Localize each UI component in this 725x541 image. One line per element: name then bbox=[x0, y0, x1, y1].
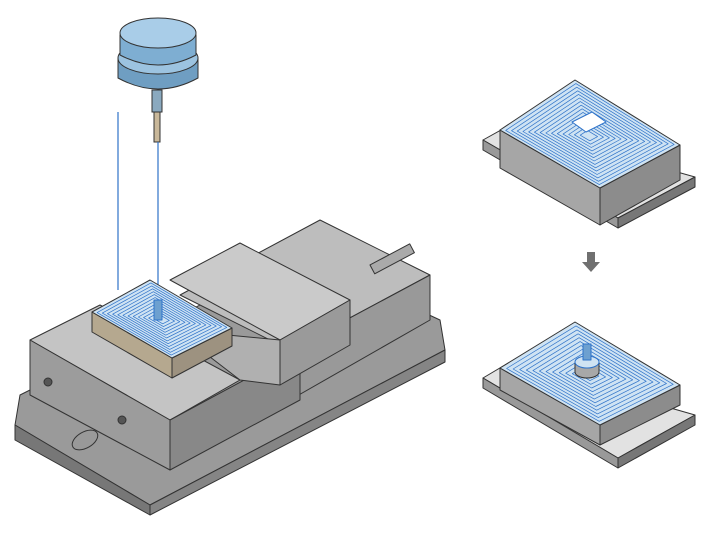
toolpath-pass bbox=[552, 353, 627, 396]
toolpath-contours bbox=[96, 282, 228, 356]
vise-base-side bbox=[149, 349, 446, 516]
boss-plunge-marker bbox=[582, 343, 592, 361]
toolpath-pass bbox=[505, 83, 675, 185]
toolpath-pass bbox=[512, 329, 667, 418]
stock-before bbox=[482, 79, 696, 229]
toolpath-pass bbox=[101, 285, 222, 353]
toolpath-pass bbox=[107, 288, 217, 350]
stock-base-plate-side bbox=[617, 414, 696, 469]
toolpath-pass bbox=[96, 282, 228, 356]
stock-after bbox=[482, 321, 696, 469]
toolpath-contours bbox=[506, 325, 674, 422]
toolpath-pass bbox=[545, 108, 634, 162]
toolpath-contours bbox=[505, 83, 675, 185]
toolpath-pass bbox=[127, 300, 196, 339]
tool-shank bbox=[151, 89, 163, 113]
toolpath-pass bbox=[137, 305, 186, 333]
toolpath-pass bbox=[532, 341, 647, 407]
plunge-marker bbox=[153, 299, 163, 321]
stock-top-toolpath bbox=[499, 79, 681, 189]
vise-bolt-hole bbox=[43, 377, 53, 387]
toolpath-pass bbox=[511, 86, 669, 182]
toolpath-pass bbox=[551, 112, 628, 159]
toolpath-pass bbox=[112, 291, 212, 347]
toolpath-pass bbox=[506, 325, 674, 422]
toolpath-pass bbox=[117, 294, 207, 345]
tool-holder-top bbox=[119, 17, 197, 49]
toolpath-pass bbox=[539, 345, 640, 404]
toolpath-pass bbox=[132, 303, 191, 336]
vise-bolt-hole bbox=[117, 415, 127, 425]
toolpath-pass bbox=[579, 130, 598, 142]
toolpath-pass bbox=[522, 94, 657, 175]
toolpath-pass bbox=[516, 90, 663, 179]
stock-base-plate-side bbox=[617, 176, 696, 229]
arrow-down-icon bbox=[582, 252, 600, 272]
toolpath-pass bbox=[534, 101, 646, 169]
milling-tool bbox=[117, 17, 199, 143]
vise-screw bbox=[369, 243, 415, 275]
toolpath-pass bbox=[528, 97, 651, 172]
pocket-slot bbox=[571, 111, 607, 133]
toolpath-pass bbox=[539, 104, 640, 165]
toolpath-pass bbox=[545, 349, 634, 400]
toolpath-pass bbox=[122, 297, 202, 342]
vise-workpiece bbox=[91, 279, 233, 379]
machine-vise bbox=[14, 219, 446, 516]
toolpath-pass bbox=[525, 337, 654, 411]
vise-handle-end bbox=[71, 429, 99, 451]
cutter bbox=[153, 111, 161, 143]
toolpath-pass bbox=[519, 333, 661, 415]
